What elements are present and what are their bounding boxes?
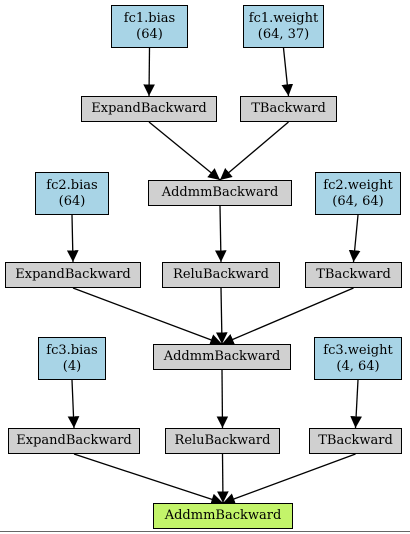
node-label: fc3.weight [323,342,393,358]
node-label: ReluBackward [173,267,269,282]
node-fc2-bias: fc2.bias(64) [35,172,109,215]
edge-addmm1-to-relu1 [214,205,227,263]
node-t2: TBackward [305,262,402,288]
node-label: TBackward [316,267,391,282]
node-relu1: ReluBackward [162,262,280,288]
edge-t2-to-addmm2 [221,287,354,345]
node-fc3-weight: fc3.weight(4, 64) [314,337,402,380]
node-label: fc3.bias [46,342,98,358]
edge-fc2-bias-to-expand2 [66,214,79,263]
edge-t1-to-addmm1 [219,121,289,181]
edge-t3-to-addmm3 [222,453,356,505]
edge-expand1-to-addmm1 [148,121,221,181]
node-label: ReluBackward [174,433,271,448]
node-label: fc1.weight [248,10,319,26]
edge-fc2-weight-to-t2 [348,214,361,263]
node-label: AddmmBackward [161,185,279,200]
node-expand2: ExpandBackward [5,262,141,288]
edge-relu1-to-addmm2 [215,287,228,345]
node-shape-label: (4) [62,358,82,374]
node-label: ExpandBackward [16,433,132,448]
edge-relu2-to-addmm3 [217,453,229,504]
node-shape-label: (64, 64) [332,193,384,209]
node-label: fc2.bias [46,177,98,193]
node-shape-label: (64) [136,26,163,42]
edge-fc3-bias-to-expand3 [67,379,80,429]
node-fc3-bias: fc3.bias(4) [38,337,106,380]
node-label: AddmmBackward [164,508,282,523]
node-label: fc1.bias [123,10,176,26]
node-addmm1: AddmmBackward [148,180,292,206]
node-expand1: ExpandBackward [81,96,217,122]
edge-expand3-to-addmm3 [73,453,224,505]
node-shape-label: (4, 64) [336,358,380,374]
node-fc1-bias: fc1.bias(64) [111,5,188,48]
node-fc1-weight: fc1.weight(64, 37) [243,5,324,48]
node-label: ExpandBackward [91,101,207,116]
bottom-divider [0,531,410,532]
edge-fc1-bias-to-expand1 [143,47,155,97]
edge-addmm2-to-relu2 [216,369,229,429]
node-label: TBackward [318,433,393,448]
node-label: ExpandBackward [15,267,131,282]
edge-expand2-to-addmm2 [72,287,223,346]
node-label: fc2.weight [323,177,393,193]
node-addmm2: AddmmBackward [153,344,291,370]
node-label: TBackward [251,101,326,116]
node-shape-label: (64) [58,193,86,209]
edge-fc3-weight-to-t3 [350,379,362,429]
node-t1: TBackward [240,96,337,122]
edge-fc1-weight-to-t1 [281,47,294,97]
node-t3: TBackward [309,428,402,454]
node-addmm3: AddmmBackward [153,503,293,529]
node-expand3: ExpandBackward [8,428,140,454]
node-label: AddmmBackward [163,349,281,364]
node-shape-label: (64, 37) [257,26,310,42]
node-relu2: ReluBackward [165,428,280,454]
node-fc2-weight: fc2.weight(64, 64) [315,172,401,215]
